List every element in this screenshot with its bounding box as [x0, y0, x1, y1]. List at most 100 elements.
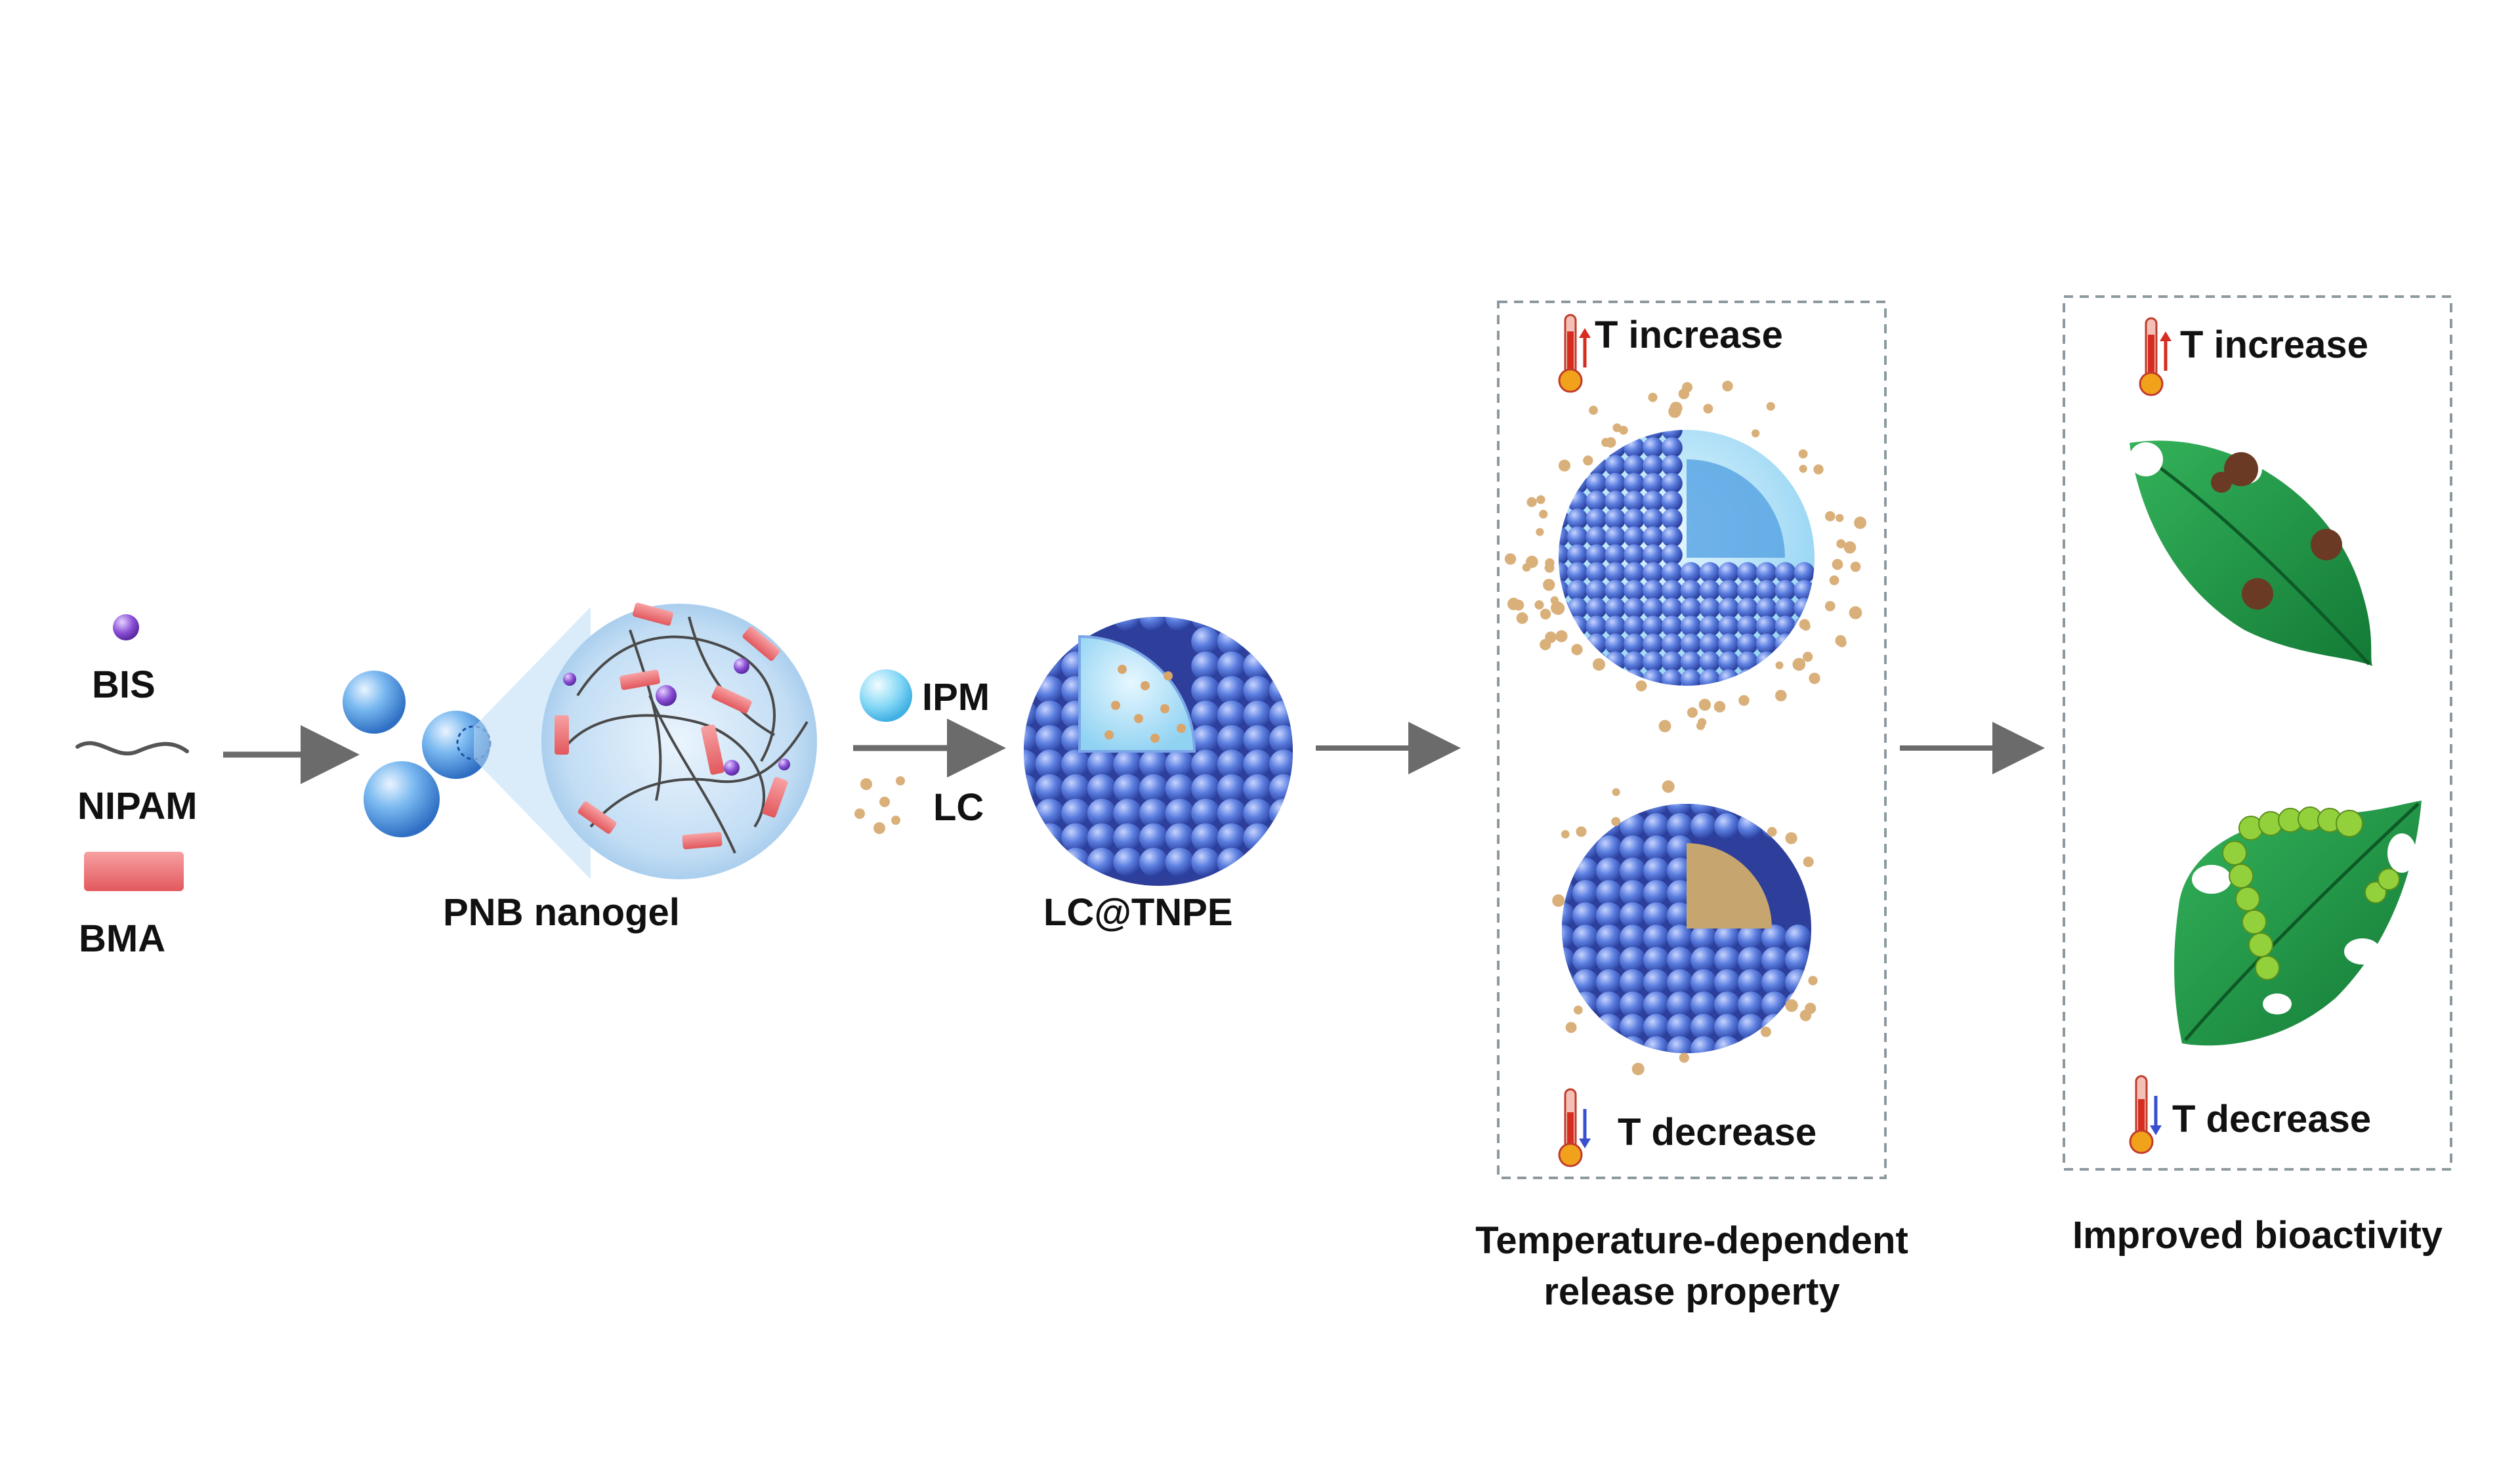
lc-particle	[1836, 514, 1844, 522]
shell-bead	[1774, 579, 1796, 601]
lc-particle	[1785, 999, 1798, 1013]
shell-bead	[1643, 544, 1664, 566]
shell-bead	[1643, 455, 1664, 476]
shell-bead	[1605, 455, 1626, 476]
shell-bead	[1087, 617, 1116, 631]
shell-bead	[1661, 598, 1683, 619]
shell-bead	[1737, 651, 1758, 673]
shell-bead	[1714, 1014, 1740, 1040]
shell-bead	[1243, 749, 1272, 779]
encapsulated-lc	[1104, 665, 1186, 743]
shell-bead	[1024, 774, 1038, 803]
shell-bead	[1596, 835, 1622, 862]
shell-bead	[1661, 579, 1683, 601]
shell-bead	[1620, 813, 1646, 839]
shell-bead	[1087, 774, 1116, 803]
shell-bead	[1061, 848, 1091, 877]
shell-bead	[1217, 848, 1246, 877]
shell-bead	[1624, 472, 1645, 494]
lc-particle	[1722, 381, 1733, 392]
shell-bead	[1738, 1014, 1764, 1040]
nanogel-particle	[422, 711, 490, 779]
product-label: LC@TNPE	[1043, 891, 1233, 934]
shell-bead	[1139, 749, 1168, 779]
shell-bead	[1738, 969, 1764, 995]
shell-bead	[1165, 848, 1194, 877]
shell-bead	[1680, 669, 1702, 686]
shell-bead	[1643, 437, 1664, 459]
shell-bead	[1620, 902, 1646, 929]
shell-bead	[1620, 969, 1646, 995]
shell-bead	[1690, 925, 1717, 951]
shell-bead	[1566, 579, 1588, 601]
shell-bead	[1035, 725, 1064, 754]
lc-particles-icon	[854, 776, 905, 834]
shell-bead	[1718, 562, 1740, 583]
lc-particle	[1829, 575, 1839, 585]
release-panel: T increase T decrease Temperature-depend…	[1475, 301, 1908, 1313]
shell-bead	[1217, 774, 1246, 803]
shell-bead	[1661, 437, 1683, 459]
shell-bead	[1061, 774, 1091, 803]
shell-bead	[1087, 823, 1116, 852]
shell-bead	[1562, 925, 1575, 951]
lc-particle	[1658, 720, 1671, 732]
shell-bead	[1165, 823, 1194, 852]
shell-bead	[1643, 651, 1664, 673]
shell-bead	[1586, 579, 1607, 601]
shell-bead	[1191, 749, 1221, 779]
shell-bead	[1785, 925, 1811, 951]
shell-bead	[1165, 774, 1194, 803]
shell-bead	[1596, 925, 1622, 951]
shell-bead	[1680, 562, 1702, 583]
shell-bead	[1586, 472, 1607, 494]
thermometer-down-icon	[1558, 1088, 1591, 1167]
shell-bead	[1738, 992, 1764, 1018]
lc-particle	[1516, 612, 1528, 624]
shell-bead	[1643, 880, 1670, 906]
shell-bead	[1624, 616, 1645, 637]
shell-bead	[1690, 1036, 1717, 1053]
lc-particle	[1558, 459, 1571, 472]
nipam-label: NIPAM	[77, 785, 198, 827]
shell-bead	[1566, 562, 1588, 583]
lc-particle	[1813, 464, 1824, 475]
shell-bead	[1620, 947, 1646, 973]
lc-particle	[1854, 516, 1867, 530]
shell-bead	[1113, 774, 1143, 803]
shell-bead	[1737, 598, 1758, 619]
shell-bead	[1572, 902, 1599, 929]
shell-bead	[1690, 1014, 1717, 1040]
shell-bead	[1661, 509, 1683, 530]
shell-bead	[1566, 598, 1588, 619]
shell-bead	[1620, 835, 1646, 862]
shell-bead	[1191, 823, 1221, 852]
shell-bead	[1624, 562, 1645, 583]
shell-bead	[1643, 509, 1664, 530]
shell-bead	[1586, 598, 1607, 619]
shell-bead	[1643, 1014, 1670, 1040]
shell-bead	[1596, 858, 1622, 884]
shell-bead	[1243, 823, 1272, 852]
shell-bead	[1620, 1036, 1646, 1053]
release-top-label: T increase	[1595, 314, 1783, 356]
lc-tnpe-capsule: LC@TNPE	[1024, 617, 1293, 934]
shell-bead	[1714, 947, 1740, 973]
lc-particle	[1751, 429, 1760, 438]
lc-particle	[1832, 558, 1843, 570]
shell-bead	[1761, 969, 1788, 995]
shell-bead	[1755, 616, 1777, 637]
lc-particle	[1543, 579, 1555, 591]
shell-bead	[1643, 490, 1664, 512]
shell-bead	[1165, 749, 1194, 779]
shell-bead	[1024, 676, 1038, 705]
release-capsule-hot	[1504, 381, 1867, 732]
shell-bead	[1562, 902, 1575, 929]
shell-bead	[1624, 455, 1645, 476]
shell-bead	[1243, 627, 1272, 656]
lc-particle	[1836, 539, 1846, 549]
shell-bead	[1243, 725, 1272, 754]
shell-bead	[1087, 749, 1116, 779]
shell-bead	[1217, 799, 1246, 828]
